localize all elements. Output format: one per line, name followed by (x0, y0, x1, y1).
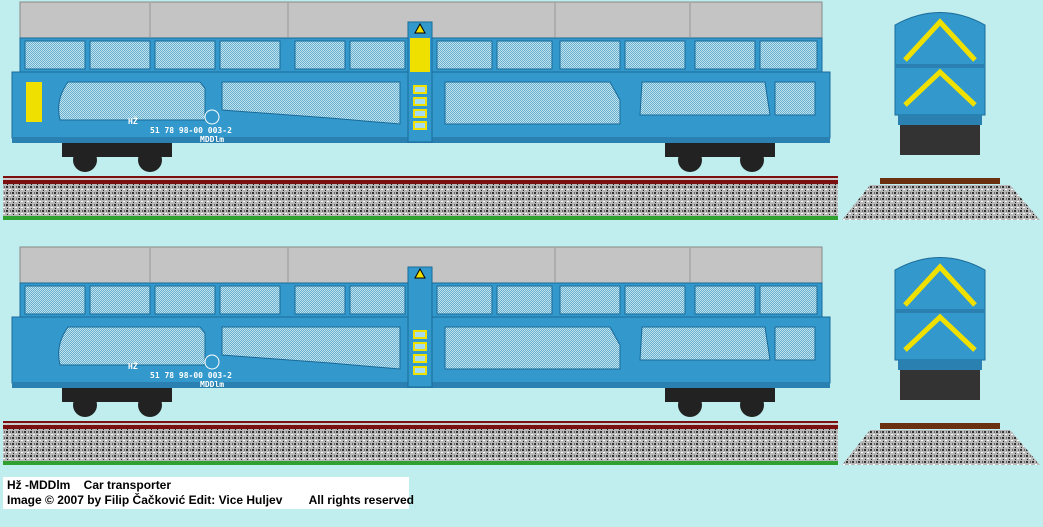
caption-credit: Image © 2007 by Filip Čačković Edit: Vic… (7, 493, 283, 507)
wagon-type-bottom: MDDlm (200, 380, 224, 389)
caption-model: Hž -MDDlm (7, 478, 71, 492)
wagon-side-view-loaded (2, 1, 839, 221)
caption-rights: All rights reserved (308, 493, 415, 507)
caption-description: Car transporter (83, 478, 172, 492)
wagon-number-bottom: 51 78 98-00 003-2 (150, 371, 232, 380)
wagon-owner: HŽ (128, 115, 138, 126)
center-door-yellow (410, 38, 430, 72)
wagon-end-view-bottom (842, 258, 1040, 466)
image-caption: Hž -MDDlm Car transporter Image © 2007 b… (3, 477, 414, 509)
wagon-type: MDDlm (200, 135, 224, 144)
wagon-end-view-top (842, 13, 1040, 221)
wagon-side-view-bottom: 51 78 98-00 003-2 MDDlm HŽ (2, 246, 839, 466)
wagon-owner-bottom: HŽ (128, 360, 138, 371)
wagon-number: 51 78 98-00 003-2 (150, 126, 232, 135)
end-door-yellow (26, 82, 42, 122)
